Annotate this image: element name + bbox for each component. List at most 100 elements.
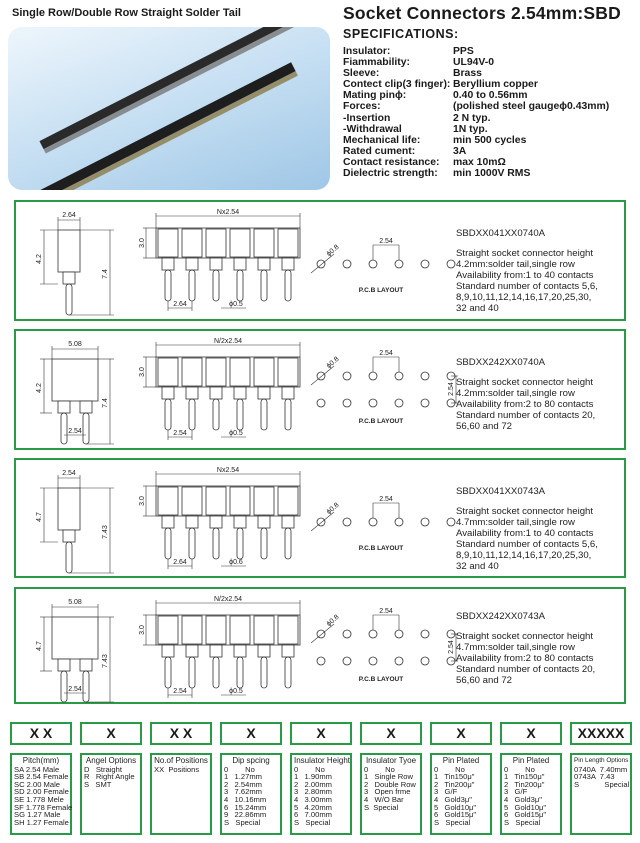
- pin-neck: [161, 644, 175, 658]
- pcb-hole: [368, 629, 378, 639]
- pin-neck: [281, 644, 295, 658]
- option-item: S Special: [364, 802, 399, 812]
- pcb-layout-label: P.C.B LAYOUT: [359, 545, 403, 552]
- side-height-label: 4.2: [36, 383, 43, 393]
- pin-neck: [209, 644, 223, 658]
- pin: [284, 398, 292, 431]
- pin-neck: [161, 386, 175, 400]
- option-item: 1 Tin150μ": [504, 772, 545, 782]
- option-item: 5 Gold10μ": [504, 802, 547, 812]
- total-height-label: 7.43: [102, 654, 109, 668]
- spec-label: -Withdrawal: [343, 123, 402, 135]
- code-box: X: [500, 722, 562, 745]
- side-width-label: 5.08: [68, 341, 82, 348]
- code-box: X: [430, 722, 492, 745]
- option-item: 5 Gold10μ": [434, 802, 477, 812]
- description-line: 8,9,10,11,12,14,16,17,20,25,30,: [456, 292, 592, 303]
- side-view-body: [51, 616, 99, 660]
- pin-neck: [185, 644, 199, 658]
- description-line: Availability from:2 to 80 contacts: [456, 653, 594, 664]
- pcb-hole: [316, 629, 326, 639]
- pin: [212, 269, 220, 302]
- code-box: X: [360, 722, 422, 745]
- option-item: 4 Gold3μ": [504, 794, 542, 804]
- pcb-hole: [342, 517, 352, 527]
- option-item: 9 22.86mm: [224, 810, 267, 820]
- pin-neck: [281, 515, 295, 529]
- pin-neck: [233, 257, 247, 271]
- pcb-hole: [394, 398, 404, 408]
- description-line: 4.2mm:solder tail,single row: [456, 388, 575, 399]
- pin: [164, 656, 172, 689]
- option-item: 2 2.54mm: [224, 779, 262, 789]
- option-item: 0 No: [434, 764, 465, 774]
- description-line: Straight socket connector height: [456, 506, 594, 517]
- option-item: SC 2.00 Male: [14, 779, 61, 789]
- code-box: X X: [150, 722, 212, 745]
- pin: [188, 527, 196, 560]
- pin: [284, 527, 292, 560]
- pin-neck: [233, 386, 247, 400]
- description-line: 4.7mm:solder tail,single row: [456, 642, 575, 653]
- pin-diameter-label: ϕ0.6: [229, 559, 243, 566]
- pcb-hole: [368, 259, 378, 269]
- pin: [236, 527, 244, 560]
- part-number: SBDXX242XX0740A: [456, 357, 546, 368]
- pin-pitch-label: 2.64: [173, 301, 187, 308]
- option-item: XX Positions: [154, 764, 200, 774]
- option-item: 2 Double Row: [364, 779, 416, 789]
- length-label: N/2x2.54: [214, 338, 242, 345]
- pin: [236, 269, 244, 302]
- option-item: SA 2.54 Male: [14, 764, 60, 774]
- code-box: X X: [10, 722, 72, 745]
- pin: [236, 398, 244, 431]
- pcb-hole: [368, 517, 378, 527]
- option-item: 6 Gold15μ": [434, 810, 477, 820]
- pin-neck: [161, 257, 175, 271]
- pin-neck: [233, 515, 247, 529]
- spec-label: Mechanical life:: [343, 134, 421, 146]
- option-item: 4 Gold3μ": [434, 794, 472, 804]
- length-label: N/2x2.54: [214, 596, 242, 603]
- spec-row: Contact resistance: max 10mΩ: [343, 157, 609, 168]
- pcb-hole: [420, 259, 430, 269]
- pcb-hole-diameter-label: ϕ0.8: [326, 244, 341, 258]
- pcb-pitch-label: 2.54: [379, 238, 393, 245]
- pcb-hole: [368, 656, 378, 666]
- pin: [164, 269, 172, 302]
- option-item: 0743A 7.43: [574, 772, 615, 782]
- total-height-label: 7.4: [102, 269, 109, 279]
- body-height-label: 3.0: [139, 367, 146, 377]
- pin-neck: [185, 386, 199, 400]
- description-line: Straight socket connector height: [456, 248, 594, 259]
- total-height-label: 7.43: [102, 525, 109, 539]
- body-height-label: 3.0: [139, 496, 146, 506]
- pcb-hole: [394, 629, 404, 639]
- option-item: S SMT: [84, 779, 112, 789]
- option-item: SD 2.00 Female: [14, 787, 69, 797]
- option-item: 0 No: [224, 764, 255, 774]
- spec-value: min 500 cycles: [453, 134, 527, 146]
- pcb-hole: [394, 656, 404, 666]
- option-item: 4 W/O Bar: [364, 794, 404, 804]
- specifications-heading: SPECIFICATIONS:: [343, 27, 459, 41]
- body-height-label: 3.0: [139, 625, 146, 635]
- description-line: 56,60 and 72: [456, 421, 513, 432]
- description-line: 56,60 and 72: [456, 675, 513, 686]
- description-line: Standard number of contacts 20,: [456, 410, 596, 421]
- option-item: S Special: [224, 817, 261, 827]
- spec-value: Brass: [453, 68, 482, 80]
- side-view-body: [57, 229, 81, 273]
- side-height-label: 4.7: [36, 512, 43, 522]
- section-title: Single Row/Double Row Straight Solder Ta…: [12, 7, 241, 19]
- pin-neck: [257, 386, 271, 400]
- pin-neck: [233, 644, 247, 658]
- option-title: Pin Length Options: [574, 757, 629, 764]
- spec-value: max 10mΩ: [453, 156, 506, 168]
